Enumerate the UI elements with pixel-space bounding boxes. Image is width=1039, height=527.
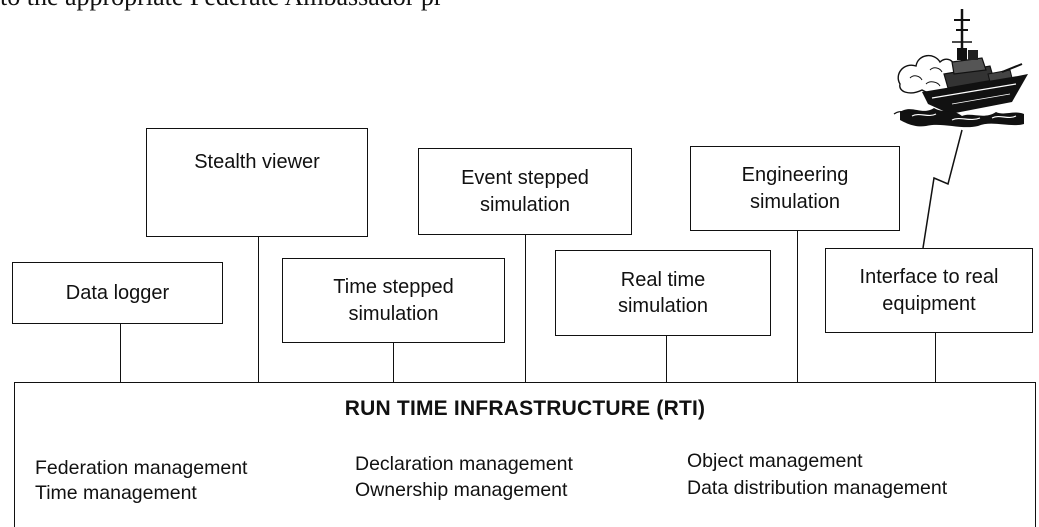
connector-event-stepped <box>525 235 526 382</box>
rti-service-declaration-management: Declaration management <box>355 453 573 475</box>
rti-service-data-distribution-management: Data distribution management <box>687 477 948 499</box>
interface-label-line1: Interface to real <box>859 266 999 289</box>
stealth-viewer-box: Stealth viewer <box>146 128 368 237</box>
rti-title: RUN TIME INFRASTRUCTURE (RTI) <box>344 397 706 420</box>
engineering-label-line1: Engineering <box>741 164 849 187</box>
real-time-box: Real time simulation <box>555 250 771 336</box>
time-stepped-label-line1: Time stepped <box>333 276 454 299</box>
rti-service-ownership-management: Ownership management <box>355 479 568 501</box>
data-logger-label: Data logger <box>65 281 170 304</box>
engineering-box: Engineering simulation <box>690 146 900 231</box>
interface-box: Interface to real equipment <box>825 248 1033 333</box>
event-stepped-label-line1: Event stepped <box>461 167 589 190</box>
engineering-label-line2: simulation <box>749 190 841 213</box>
time-stepped-label-line2: simulation <box>348 302 439 325</box>
connector-real-time <box>666 336 667 382</box>
connector-data-logger <box>120 324 121 382</box>
real-time-label-line1: Real time <box>620 268 706 291</box>
connector-time-stepped <box>393 343 394 382</box>
connector-interface <box>935 333 936 382</box>
rti-box: RUN TIME INFRASTRUCTURE (RTI) Federation… <box>14 382 1036 527</box>
real-time-label-line2: simulation <box>617 295 709 317</box>
rti-service-object-management: Object management <box>687 450 863 472</box>
event-stepped-label-line2: simulation <box>479 193 571 216</box>
rti-service-federation-management: Federation management <box>35 457 248 479</box>
stealth-viewer-label: Stealth viewer <box>194 151 320 173</box>
rti-service-time-management: Time management <box>35 482 197 504</box>
top-text-fragment: to the appropriate Federate Ambassador p… <box>0 0 443 12</box>
event-stepped-box: Event stepped simulation <box>418 148 632 235</box>
data-logger-box: Data logger <box>12 262 223 324</box>
interface-label-line2: equipment <box>882 292 976 315</box>
connector-stealth-viewer <box>258 237 259 382</box>
time-stepped-box: Time stepped simulation <box>282 258 505 343</box>
connector-engineering <box>797 231 798 382</box>
warship-icon <box>893 9 1028 128</box>
